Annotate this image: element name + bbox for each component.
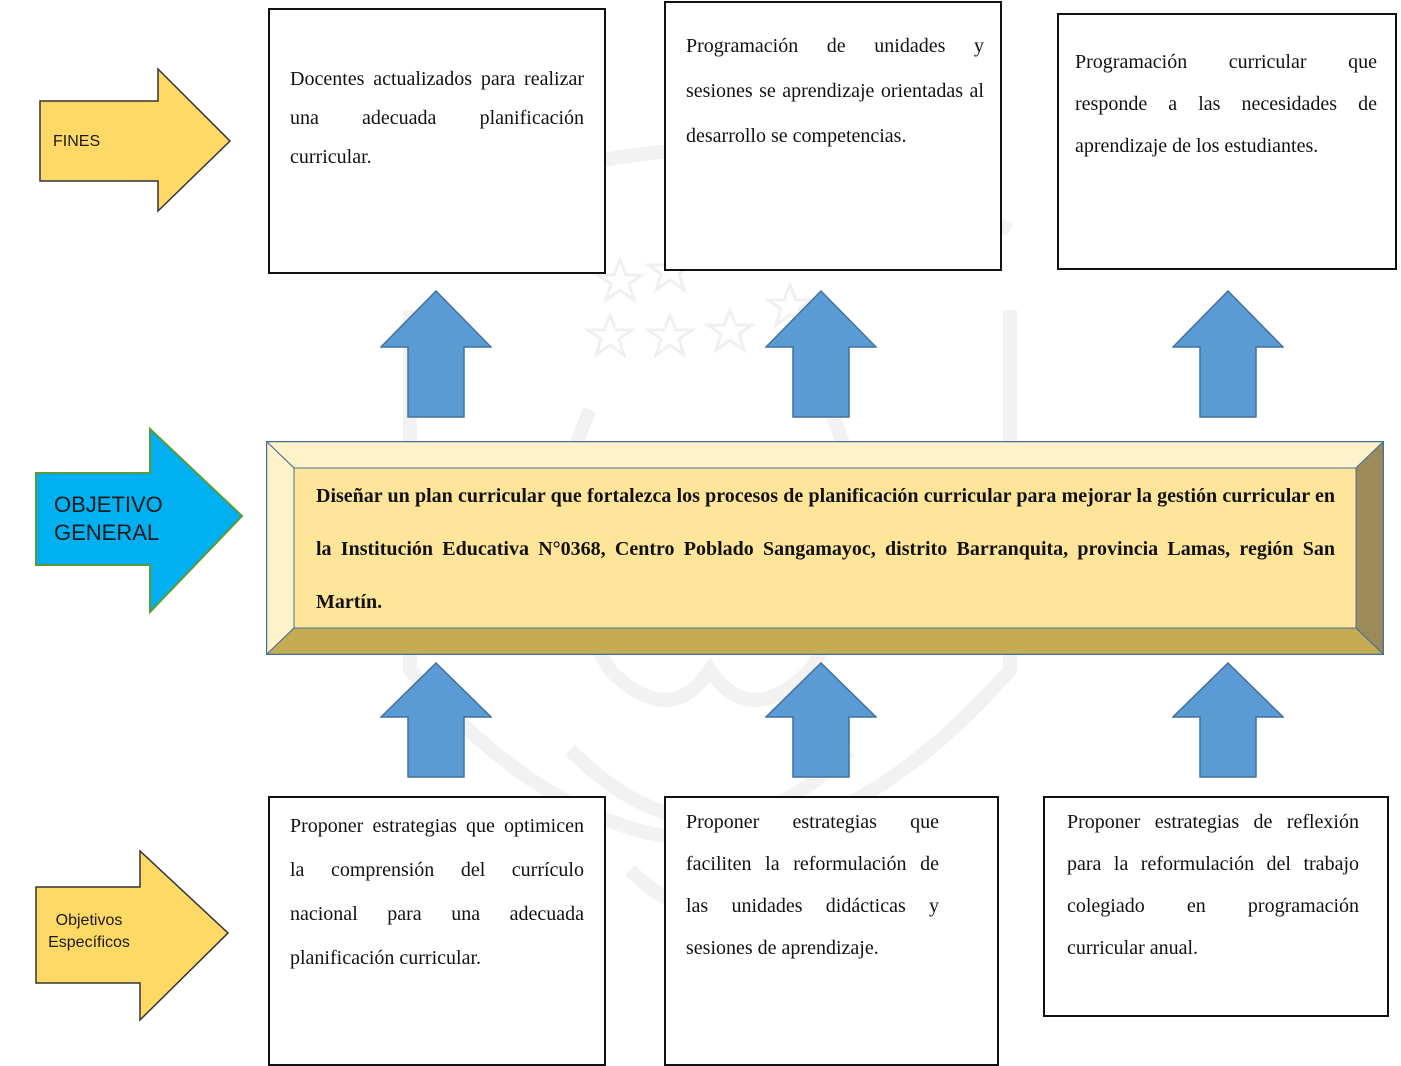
up-arrow-bottom-2 [765,662,877,778]
arrow-right-icon [39,67,232,213]
especificos-line1: Objetivos [55,912,123,929]
bevel-face [293,467,1357,629]
especifico-box-2: Proponer estrategias que faciliten la re… [664,796,999,1066]
bevel-left [266,441,295,655]
objetivo-general-text: Diseñar un plan curricular que fortalezc… [316,485,1335,613]
arrow-up-icon [380,290,492,418]
especifico-text-1: Proponer estrategias que optimicen la co… [290,815,584,969]
bevel-right [1355,441,1384,655]
up-arrow-top-3 [1172,290,1284,418]
especifico-box-1: Proponer estrategias que optimicen la co… [268,796,606,1066]
especificos-arrow: Objetivos Específicos [0,840,240,1030]
especifico-text-2: Proponer estrategias que faciliten la re… [686,811,939,959]
especificos-arrow-shape [35,849,230,1022]
fines-arrow-shape [39,67,232,213]
arrow-up-icon [1172,662,1284,778]
fines-arrow: FINES [0,0,240,220]
fin-text-1: Docentes actualizados para realizar una … [290,68,584,168]
objetivo-general-label: OBJETIVO GENERAL [54,491,163,547]
objetivo-general-arrow-shape [35,426,244,615]
objetivo-general-panel [266,441,1384,655]
up-arrow-top-1 [380,290,492,418]
especifico-text-3: Proponer estrategias de reflexión para l… [1067,811,1359,959]
arrow-right-icon [35,426,244,615]
fin-text-2: Programación de unidades y sesiones se a… [686,35,984,147]
fines-label: FINES [53,133,101,150]
arrow-up-icon [765,662,877,778]
objetivo-general-line1: OBJETIVO [54,492,163,517]
bevel-top [266,441,1384,469]
fin-text-3: Programación curricular que responde a l… [1075,51,1377,157]
up-arrow-bottom-3 [1172,662,1284,778]
bevel-bottom [266,627,1384,655]
objetivo-general-arrow: OBJETIVO GENERAL [0,420,250,620]
up-arrow-bottom-1 [380,662,492,778]
arrow-up-icon [380,662,492,778]
arrow-up-icon [1172,290,1284,418]
arrow-right-icon [35,849,230,1022]
especificos-label: Objetivos Específicos [48,910,130,954]
fin-box-3: Programación curricular que responde a l… [1057,13,1397,270]
up-arrow-top-2 [765,290,877,418]
fin-box-1: Docentes actualizados para realizar una … [268,8,606,274]
objetivo-general-line2: GENERAL [54,520,160,545]
especificos-line2: Específicos [48,934,130,951]
arrow-up-icon [765,290,877,418]
fin-box-2: Programación de unidades y sesiones se a… [664,1,1002,271]
especifico-box-3: Proponer estrategias de reflexión para l… [1043,796,1389,1017]
